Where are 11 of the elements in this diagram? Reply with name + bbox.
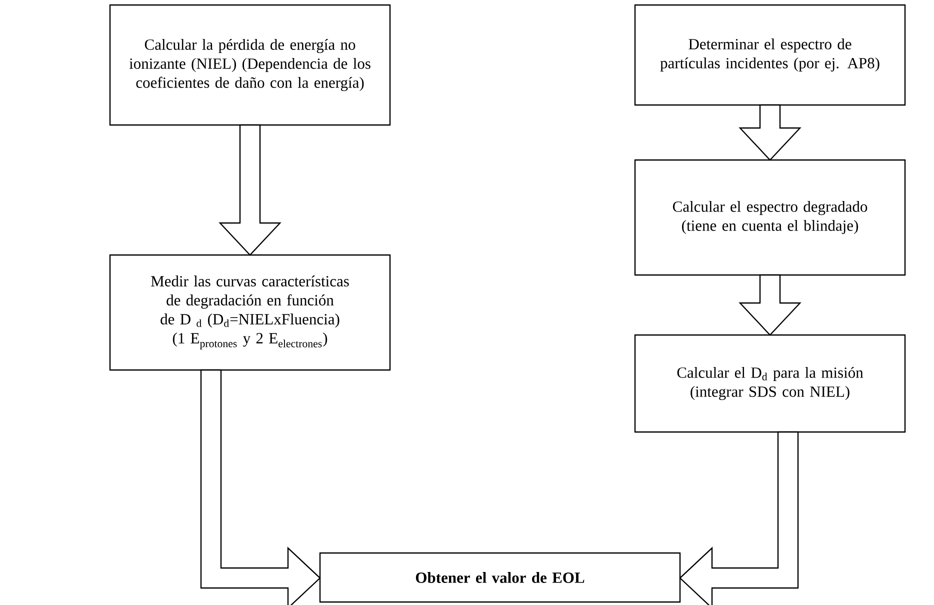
block-arrow xyxy=(218,124,282,256)
process-box: Determinar el espectro de partículas incidentes (por ej. AP8) xyxy=(634,4,906,106)
process-box: Calcular la pérdida de energía no ionizante (NIEL) (Dependencia de los coeficientes de daño con la energía) xyxy=(109,4,391,126)
block-arrow xyxy=(679,431,799,605)
process-box: Calcular el espectro degradado (tiene en cuenta el blindaje) xyxy=(634,159,906,276)
process-box: Obtener el valor de EOL xyxy=(319,552,681,603)
process-box: Medir las curvas características de degradación en función de D $_{d}$ (D$_{d}$=NIELxFluencia) $\text{(1 E}_{\text{protones}}\text{ y 2 E}_{\text{electrones}}\text{)}$ xyxy=(109,254,391,371)
process-box: Calcular el D$_{d}$ para la misión (integrar SDS con NIEL) xyxy=(634,334,906,433)
block-arrow xyxy=(200,369,321,605)
block-arrow xyxy=(738,104,802,161)
block-arrow xyxy=(738,274,802,336)
